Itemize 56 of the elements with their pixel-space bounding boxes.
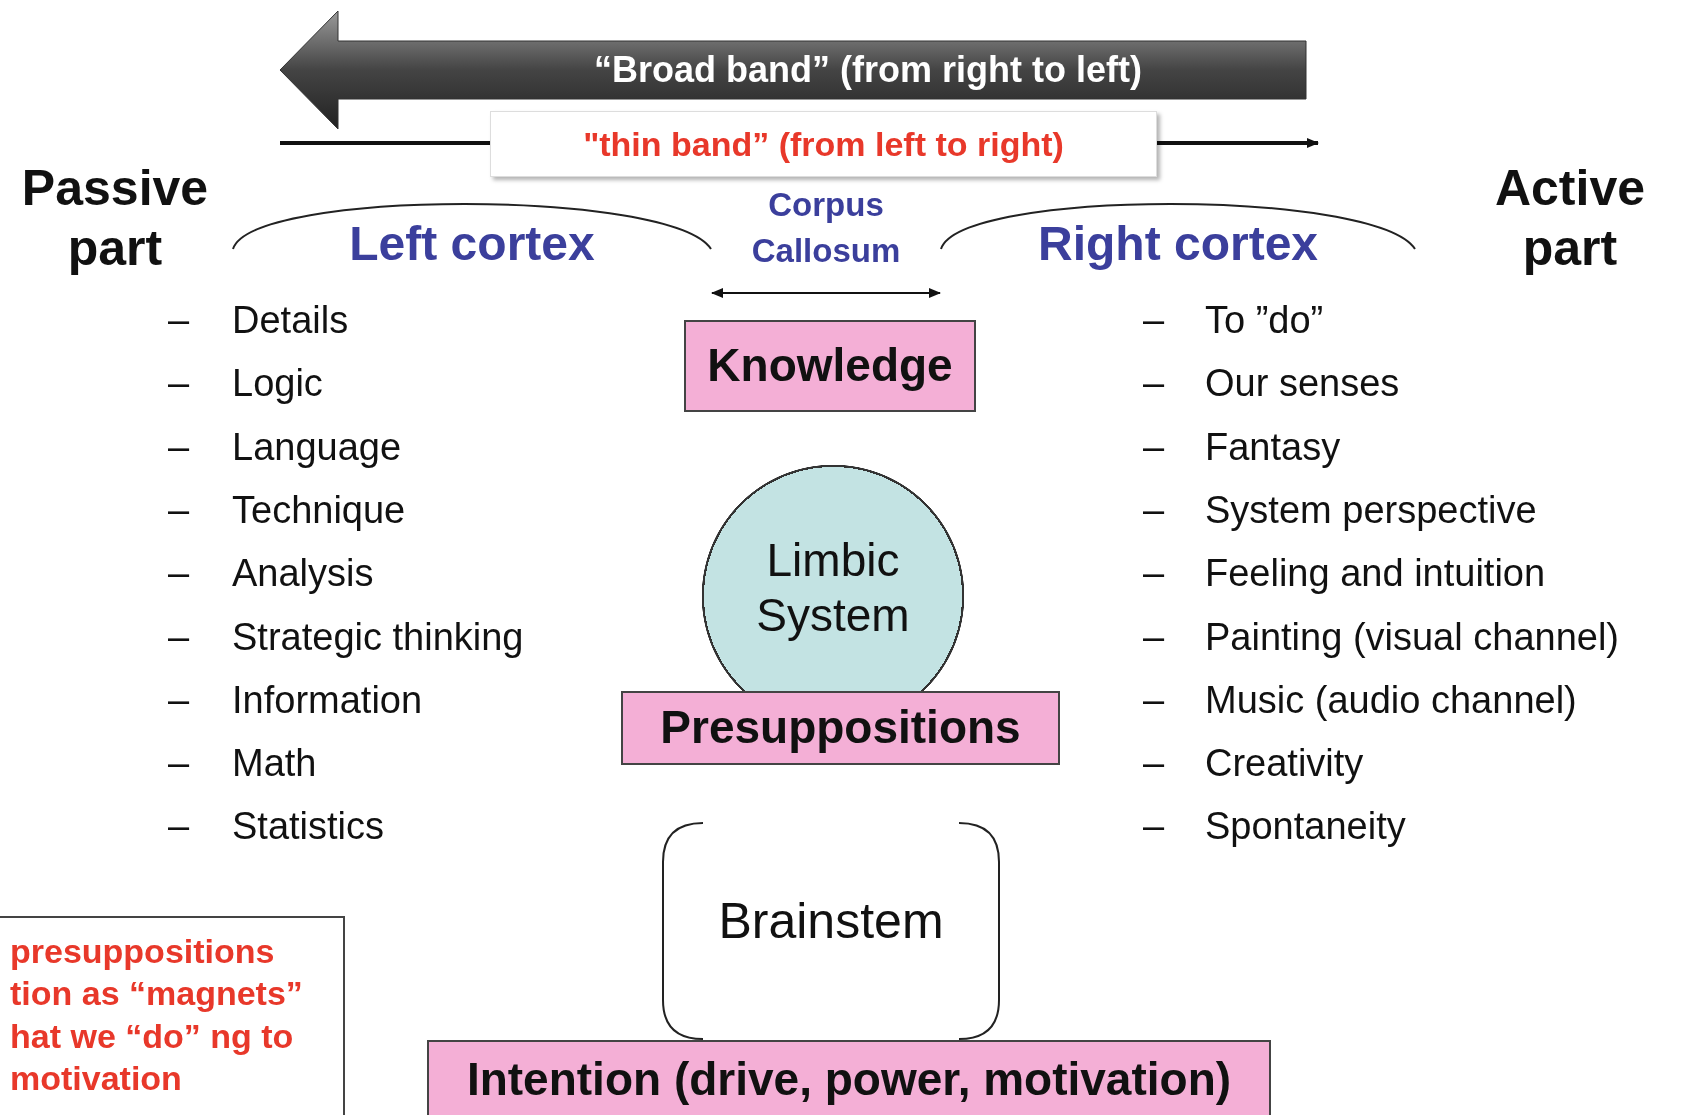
list-item: Details <box>232 298 349 343</box>
list-item: Logic <box>232 361 323 407</box>
node-text: Intention (drive, power, motivation) <box>466 1052 1232 1108</box>
list-dash: – <box>1143 487 1165 533</box>
list-item: Creativity <box>1205 741 1364 787</box>
node-text: Brainstem <box>718 892 944 951</box>
list-dash: – <box>168 487 190 533</box>
concept-box <box>684 320 976 412</box>
list-dash: – <box>168 361 190 407</box>
list-item: Our senses <box>1205 361 1400 407</box>
list-item: To ”do” <box>1205 298 1324 343</box>
list-dash: – <box>1143 804 1165 850</box>
list-item: Technique <box>232 487 406 533</box>
list-item: Math <box>232 741 317 787</box>
node-text: “Broad band” (from right to left) <box>594 48 1142 92</box>
list-dash: – <box>168 614 190 660</box>
list-dash: – <box>168 804 190 850</box>
list-dash: – <box>168 424 190 470</box>
double-arrow <box>711 288 941 298</box>
node-text: Knowledge <box>707 338 953 394</box>
node-text: "thin band” (from left to right) <box>583 123 1064 165</box>
band-label-box <box>490 111 1157 177</box>
concept-box <box>427 1040 1271 1115</box>
list-dash: – <box>1143 424 1165 470</box>
broad-band-arrow <box>280 11 1306 129</box>
list-dash: – <box>168 677 190 723</box>
list-item: Spontaneity <box>1205 804 1406 850</box>
list-dash: – <box>1143 361 1165 407</box>
list-item: Music (audio channel) <box>1205 677 1577 723</box>
list-dash: – <box>168 298 190 343</box>
list-item: Painting (visual channel) <box>1205 614 1619 660</box>
list-item: System perspective <box>1205 487 1537 533</box>
list-item: Fantasy <box>1205 424 1341 470</box>
node-text: Limbic System <box>755 533 911 644</box>
list-dash: – <box>1143 551 1165 597</box>
list-dash: – <box>1143 298 1165 343</box>
side-heading: Active part <box>1493 159 1647 278</box>
note-box <box>0 916 345 1115</box>
node-text: Right cortex <box>1038 216 1318 273</box>
concept-box <box>621 691 1060 765</box>
list-dash: – <box>168 551 190 597</box>
list-item: Strategic thinking <box>232 614 524 660</box>
list-item: Analysis <box>232 551 374 597</box>
list-dash: – <box>1143 741 1165 787</box>
node-text: presuppositions tion as “magnets” hat we “do” ng to motivation <box>10 930 304 1099</box>
list-item: Language <box>232 424 402 470</box>
side-heading: Passive part <box>20 159 210 278</box>
node-text: Presuppositions <box>660 700 1021 756</box>
list-item: Information <box>232 677 423 723</box>
brainstem-shape <box>662 822 1000 1040</box>
list-dash: – <box>1143 614 1165 660</box>
node-text: Left cortex <box>349 216 595 273</box>
list-item: Statistics <box>232 804 385 850</box>
list-item: Feeling and intuition <box>1205 551 1546 597</box>
list-dash: – <box>1143 677 1165 723</box>
list-dash: – <box>168 741 190 787</box>
